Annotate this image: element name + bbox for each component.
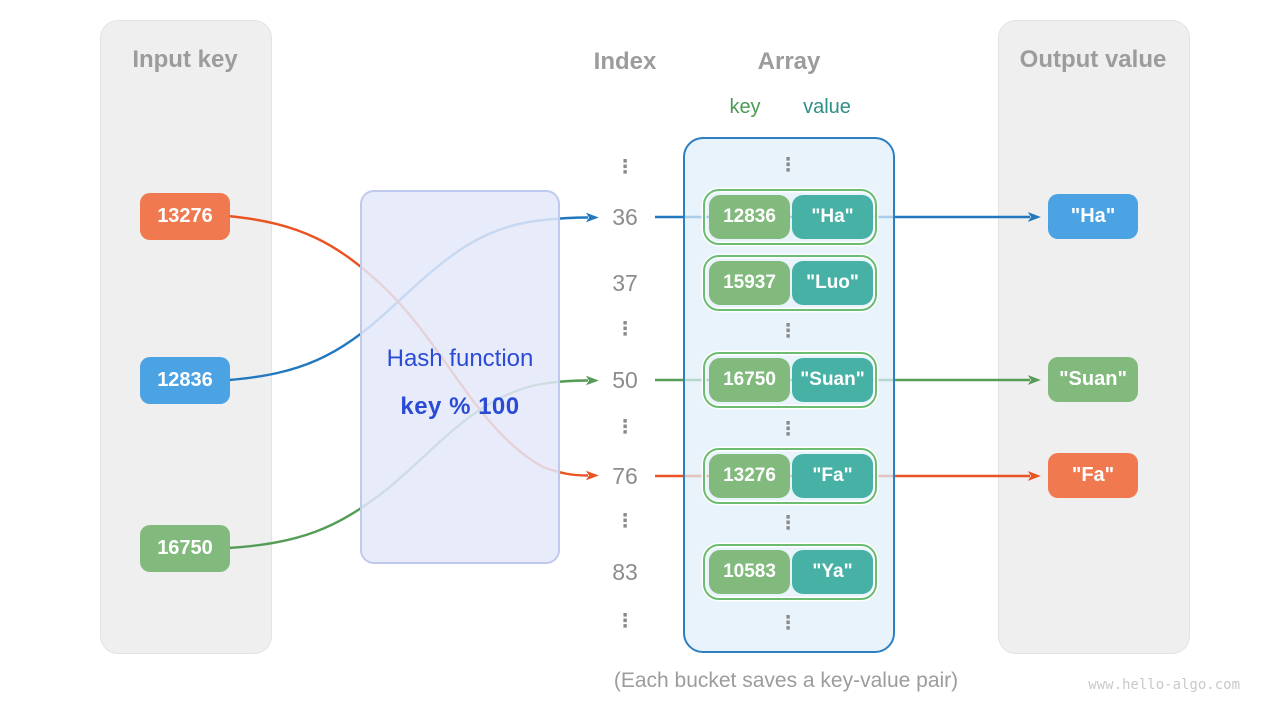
vertical-ellipsis-icon: ⋮: [615, 156, 635, 178]
vertical-ellipsis-icon: ⋮: [778, 418, 798, 440]
index-column-title: Index: [593, 48, 657, 75]
vertical-ellipsis-icon: ⋮: [615, 318, 635, 340]
index-label-76: 76: [612, 463, 638, 489]
output-panel-title: Output value: [1019, 46, 1167, 73]
index-label-37: 37: [612, 270, 638, 296]
index-label-83: 83: [612, 559, 638, 585]
bucket-row-50: 16750 "Suan": [703, 352, 877, 408]
watermark: www.hello-algo.com: [1088, 677, 1240, 693]
hash-function-label: Hash function: [386, 345, 534, 372]
vertical-ellipsis-icon: ⋮: [615, 610, 635, 632]
vertical-ellipsis-icon: ⋮: [778, 612, 798, 634]
input-key-box-13276: 13276: [140, 193, 230, 240]
vertical-ellipsis-icon: ⋮: [778, 154, 798, 176]
output-value-box-fa: "Fa": [1048, 453, 1138, 498]
value-header: value: [803, 96, 851, 118]
bucket-value-cell: "Suan": [792, 358, 873, 402]
bucket-key-cell: 13276: [709, 454, 790, 498]
vertical-ellipsis-icon: ⋮: [778, 512, 798, 534]
output-value-box-ha: "Ha": [1048, 194, 1138, 239]
hash-function-box: [360, 190, 560, 564]
vertical-ellipsis-icon: ⋮: [615, 416, 635, 438]
bucket-value-cell: "Luo": [792, 261, 873, 305]
bucket-value-cell: "Fa": [792, 454, 873, 498]
array-column-title: Array: [757, 48, 821, 75]
bucket-key-cell: 16750: [709, 358, 790, 402]
bucket-row-76: 13276 "Fa": [703, 448, 877, 504]
bucket-key-cell: 12836: [709, 195, 790, 239]
output-value-panel: [998, 20, 1190, 654]
hash-function-formula: key % 100: [400, 393, 520, 420]
bucket-row-36: 12836 "Ha": [703, 189, 877, 245]
bucket-key-cell: 10583: [709, 550, 790, 594]
output-value-box-suan: "Suan": [1048, 357, 1138, 402]
index-label-50: 50: [612, 367, 638, 393]
vertical-ellipsis-icon: ⋮: [778, 320, 798, 342]
bucket-value-cell: "Ya": [792, 550, 873, 594]
input-panel-title: Input key: [132, 46, 238, 73]
vertical-ellipsis-icon: ⋮: [615, 510, 635, 532]
bucket-row-37: 15937 "Luo": [703, 255, 877, 311]
diagram-caption: (Each bucket saves a key-value pair): [613, 669, 959, 692]
bucket-row-83: 10583 "Ya": [703, 544, 877, 600]
input-key-box-16750: 16750: [140, 525, 230, 572]
input-key-box-12836: 12836: [140, 357, 230, 404]
key-header: key: [729, 96, 761, 118]
bucket-value-cell: "Ha": [792, 195, 873, 239]
index-label-36: 36: [612, 204, 638, 230]
bucket-key-cell: 15937: [709, 261, 790, 305]
